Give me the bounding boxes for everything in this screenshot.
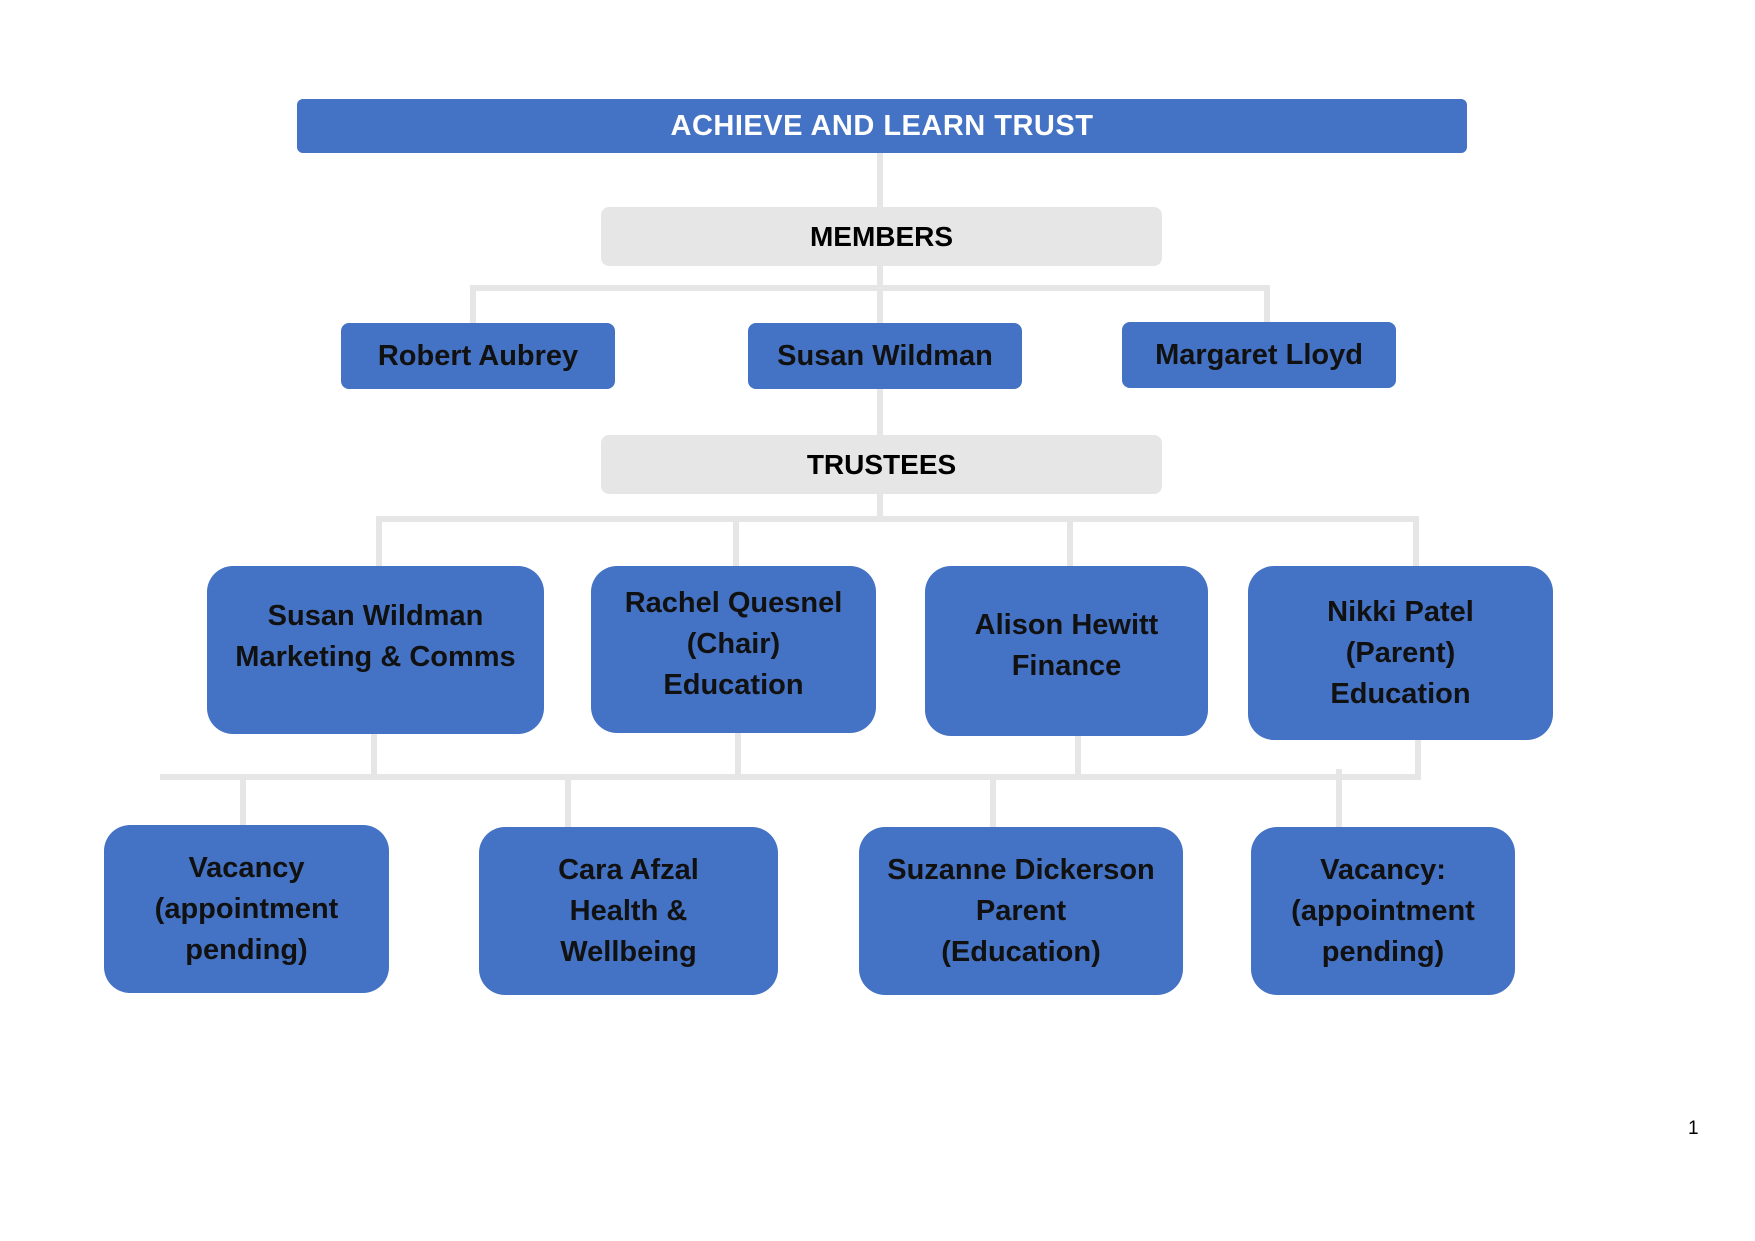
trustee-role: Wellbeing bbox=[560, 935, 697, 968]
trustee-position: (Chair) bbox=[686, 628, 781, 660]
trustee-role: Finance bbox=[1011, 650, 1122, 682]
trustee-role: Health & bbox=[569, 894, 688, 927]
trustee-name: Nikki Patel bbox=[1327, 595, 1474, 628]
trustee-role: Marketing & Comms bbox=[235, 641, 516, 673]
trustee-name: Susan Wildman bbox=[267, 600, 484, 632]
trustee-vacancy-2: Vacancy: (appointment pending) bbox=[1251, 827, 1515, 995]
trustee-status: (appointment bbox=[1291, 894, 1475, 927]
trustee-role: Education bbox=[663, 669, 804, 701]
trustees-heading: TRUSTEES bbox=[601, 435, 1162, 494]
trustee-status: pending) bbox=[1321, 935, 1445, 968]
trustee-name: Alison Hewitt bbox=[974, 609, 1159, 641]
members-heading: MEMBERS bbox=[601, 207, 1162, 266]
member-margaret-lloyd: Margaret Lloyd bbox=[1122, 322, 1396, 388]
page-number: 1 bbox=[1688, 1118, 1699, 1139]
trustee-name: Rachel Quesnel bbox=[624, 587, 843, 619]
trustee-status: pending) bbox=[185, 933, 308, 966]
trustee-susan-wildman: Susan Wildman Marketing & Comms bbox=[207, 566, 544, 734]
trustee-vacancy-1: Vacancy (appointment pending) bbox=[104, 825, 389, 993]
trustee-rachel-quesnel: Rachel Quesnel (Chair) Education bbox=[591, 566, 876, 733]
trustee-name: Vacancy bbox=[188, 851, 305, 884]
trustee-position: (Parent) bbox=[1345, 636, 1456, 669]
trustee-name: Vacancy: bbox=[1320, 853, 1446, 886]
member-robert-aubrey: Robert Aubrey bbox=[341, 323, 615, 389]
trustee-name: Suzanne Dickerson bbox=[887, 853, 1155, 886]
organization-title: ACHIEVE AND LEARN TRUST bbox=[297, 99, 1467, 153]
trustee-status: (appointment bbox=[154, 892, 339, 925]
trustee-name: Cara Afzal bbox=[558, 853, 699, 886]
trustee-cara-afzal: Cara Afzal Health & Wellbeing bbox=[479, 827, 778, 995]
trustee-alison-hewitt: Alison Hewitt Finance bbox=[925, 566, 1208, 736]
trustee-position: Parent bbox=[975, 894, 1067, 927]
trustee-nikki-patel: Nikki Patel (Parent) Education bbox=[1248, 566, 1553, 740]
member-susan-wildman: Susan Wildman bbox=[748, 323, 1022, 389]
trustee-role: Education bbox=[1330, 677, 1471, 710]
trustee-suzanne-dickerson: Suzanne Dickerson Parent (Education) bbox=[859, 827, 1183, 995]
trustee-role: (Education) bbox=[941, 935, 1101, 968]
